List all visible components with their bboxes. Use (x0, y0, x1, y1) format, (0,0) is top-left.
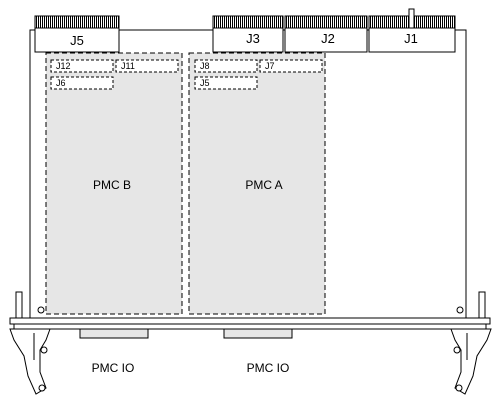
connector-j3: J3 (212, 15, 284, 53)
pmc-a-io-label: PMC IO (247, 361, 290, 375)
connector-j8-label: J8 (200, 61, 210, 71)
connector-j12-label: J12 (56, 61, 71, 71)
connector-j2-label: J2 (321, 31, 335, 46)
ejector-handle-right (450, 291, 492, 395)
connector-j11 (115, 59, 179, 73)
connector-j1-label: J1 (404, 31, 418, 46)
connector-j11-label: J11 (121, 61, 135, 71)
connector-j5-label: J5 (70, 33, 84, 48)
connector-j7 (259, 59, 323, 73)
front-panel (9, 317, 491, 339)
connector-j6-label: J6 (56, 78, 66, 88)
ejector-handle-left (9, 291, 51, 395)
connector-j12 (50, 59, 114, 73)
pmc-b-label: PMC B (93, 178, 131, 192)
pmc-a-label: PMC A (245, 178, 282, 192)
connector-j5-pmc (194, 76, 258, 90)
pmc-slot-b: J12 J11 J6 PMC B (45, 52, 183, 315)
connector-j6 (50, 76, 114, 90)
connector-j7-label: J7 (265, 61, 275, 71)
pmc-b-io-label: PMC IO (92, 361, 135, 375)
connector-j2: J2 (284, 15, 368, 53)
connector-j8 (194, 59, 258, 73)
connector-j5: J5 (34, 15, 120, 53)
connector-j3-label: J3 (246, 31, 260, 46)
screw-left (37, 306, 45, 314)
connector-j1: J1 (368, 8, 456, 53)
pmc-slot-a: J8 J7 J5 PMC A (188, 52, 326, 315)
connector-j5-pmc-label: J5 (200, 78, 210, 88)
screw-right (456, 306, 464, 314)
